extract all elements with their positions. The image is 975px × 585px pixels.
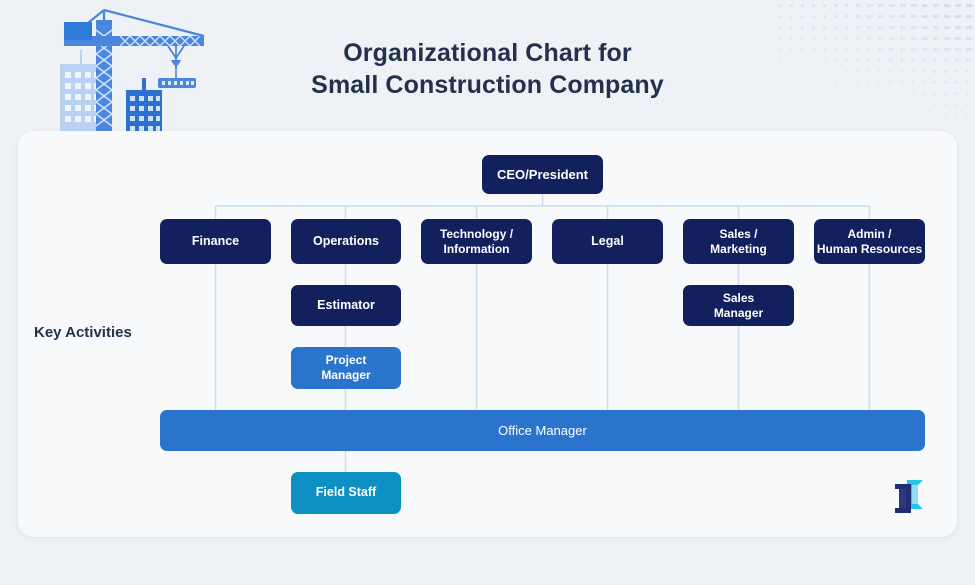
building-dark-icon [126,78,162,132]
node-label-line-1: Sales / [719,226,758,241]
node-legal[interactable]: Legal [552,219,663,264]
node-sales-marketing[interactable]: Sales / Marketing [683,219,794,264]
tower-crane-icon [64,8,205,132]
node-label: Estimator [317,297,375,312]
node-label-line-1: Admin / [847,226,892,241]
node-label-line-2: Manager [321,368,371,382]
building-light-icon [60,50,102,132]
node-label-line-2: Human Resources [816,241,923,256]
node-admin-human-resources[interactable]: Admin / Human Resources [814,219,925,264]
node-label: CEO/President [496,166,589,182]
node-label-line-1: Project [325,353,367,368]
node-label-line-1: Sales [722,290,755,305]
node-field-staff[interactable]: Field Staff [291,472,401,514]
node-label: Field Staff [315,485,377,500]
node-label-line-2: Information [443,241,510,256]
page-title-line-2: Small Construction Company [311,70,664,99]
node-project-manager[interactable]: Project Manager [291,347,401,389]
org-chart-card [18,131,957,537]
company-logo-icon [895,480,923,513]
node-ceo-president[interactable]: CEO/President [482,155,603,194]
node-label-line-2: Marketing [710,241,767,256]
node-operations[interactable]: Operations [291,219,401,264]
node-label-line-1: Technology / [439,226,514,241]
page-title: Organizational Chart for Small Construct… [0,38,975,101]
node-label: Operations [313,233,379,248]
construction-crane-illustration [60,8,205,132]
node-label: Office Manager [498,422,587,438]
key-activities-label: Key Activities [34,324,132,341]
node-office-manager[interactable]: Office Manager [160,410,925,451]
node-label-line-2: Manager [713,305,764,320]
node-label: Legal [591,233,624,248]
node-estimator[interactable]: Estimator [291,285,401,326]
node-sales-manager[interactable]: Sales Manager [683,285,794,326]
page-title-line-1: Organizational Chart for [343,39,632,67]
node-label: Finance [191,233,240,248]
node-technology-information[interactable]: Technology / Information [421,219,532,264]
node-finance[interactable]: Finance [160,219,271,264]
